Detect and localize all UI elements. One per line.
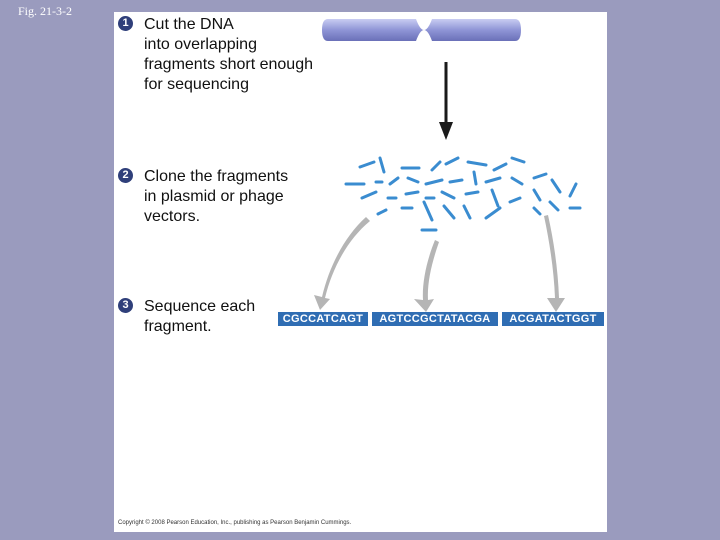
diagram-graphics	[314, 62, 582, 312]
copyright-notice: Copyright © 2008 Pearson Education, Inc.…	[118, 520, 352, 526]
step-3-number: 3	[118, 298, 133, 313]
down-arrow	[439, 62, 453, 140]
grey-arrows	[314, 215, 565, 312]
dna-fragments	[344, 156, 582, 232]
figure-label: Fig. 21-3-2	[18, 4, 72, 18]
step-1-number: 1	[118, 16, 133, 31]
sequence-fragment-3: ACGATACTGGT	[502, 312, 604, 326]
diagram-panel: 1 Cut the DNA into overlapping fragments…	[114, 12, 607, 532]
step-2-text: Clone the fragments in plasmid or phage …	[144, 168, 289, 225]
sequence-fragment-1: CGCCATCAGT	[278, 312, 368, 326]
step-2-number: 2	[118, 168, 133, 183]
sequence-fragment-2: AGTCCGCTATACGA	[372, 312, 498, 326]
chromosome	[322, 19, 521, 41]
step-1-text: Cut the DNA into overlapping fragments s…	[144, 16, 313, 93]
step-3-text: Sequence each fragment.	[144, 298, 256, 335]
